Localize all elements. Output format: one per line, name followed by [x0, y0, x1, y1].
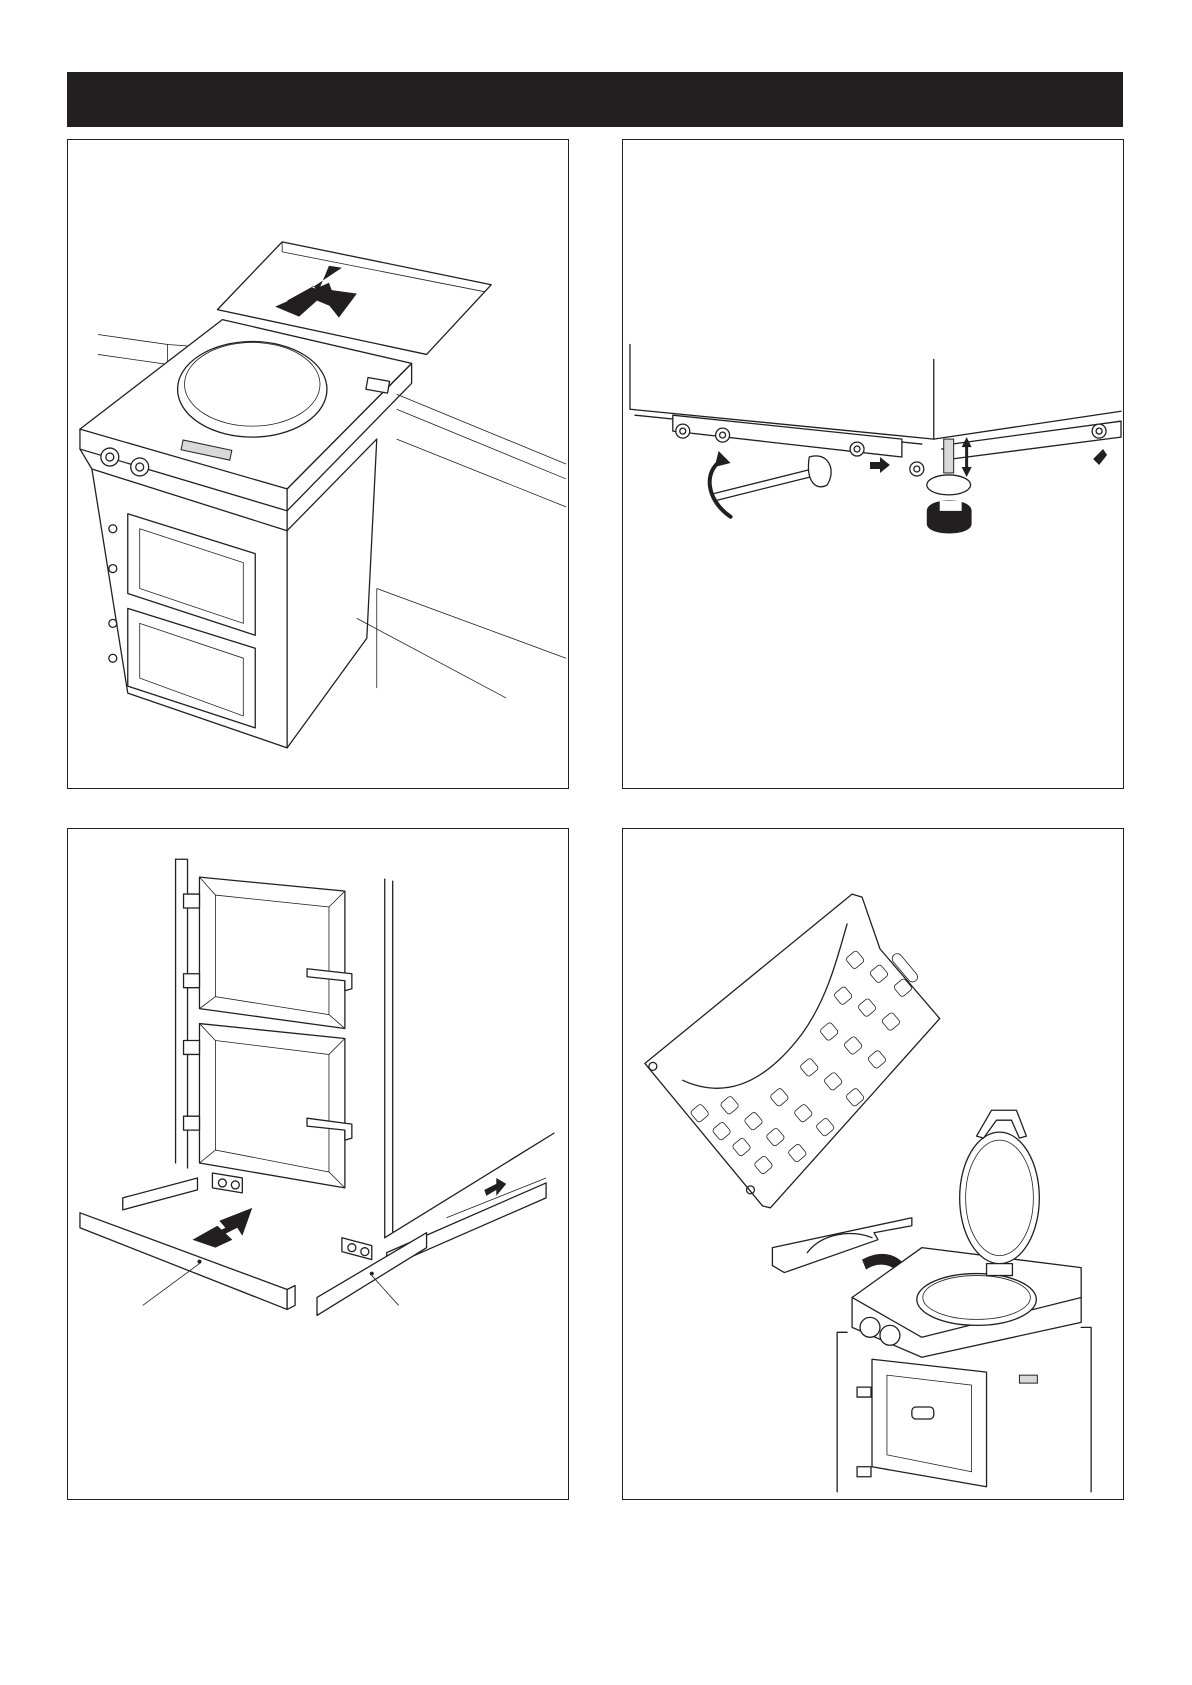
- rotate-arrow-icon: [710, 451, 731, 517]
- header-bar: [67, 72, 1123, 127]
- push-arrow-icon: [870, 457, 890, 473]
- push-arrow-icon: [193, 1208, 253, 1248]
- figure-panel-3: [67, 828, 569, 1500]
- cooker-in-recess-illustration: [68, 140, 568, 788]
- levelling-feet-illustration: [623, 140, 1123, 788]
- plinth-fitting-illustration: [68, 829, 568, 1499]
- figure-panel-1: [67, 139, 569, 789]
- figure-panel-2: [622, 139, 1124, 789]
- insulating-plate-illustration: [623, 829, 1123, 1499]
- push-arrow-icon: [275, 266, 357, 318]
- figure-panel-4: [622, 828, 1124, 1500]
